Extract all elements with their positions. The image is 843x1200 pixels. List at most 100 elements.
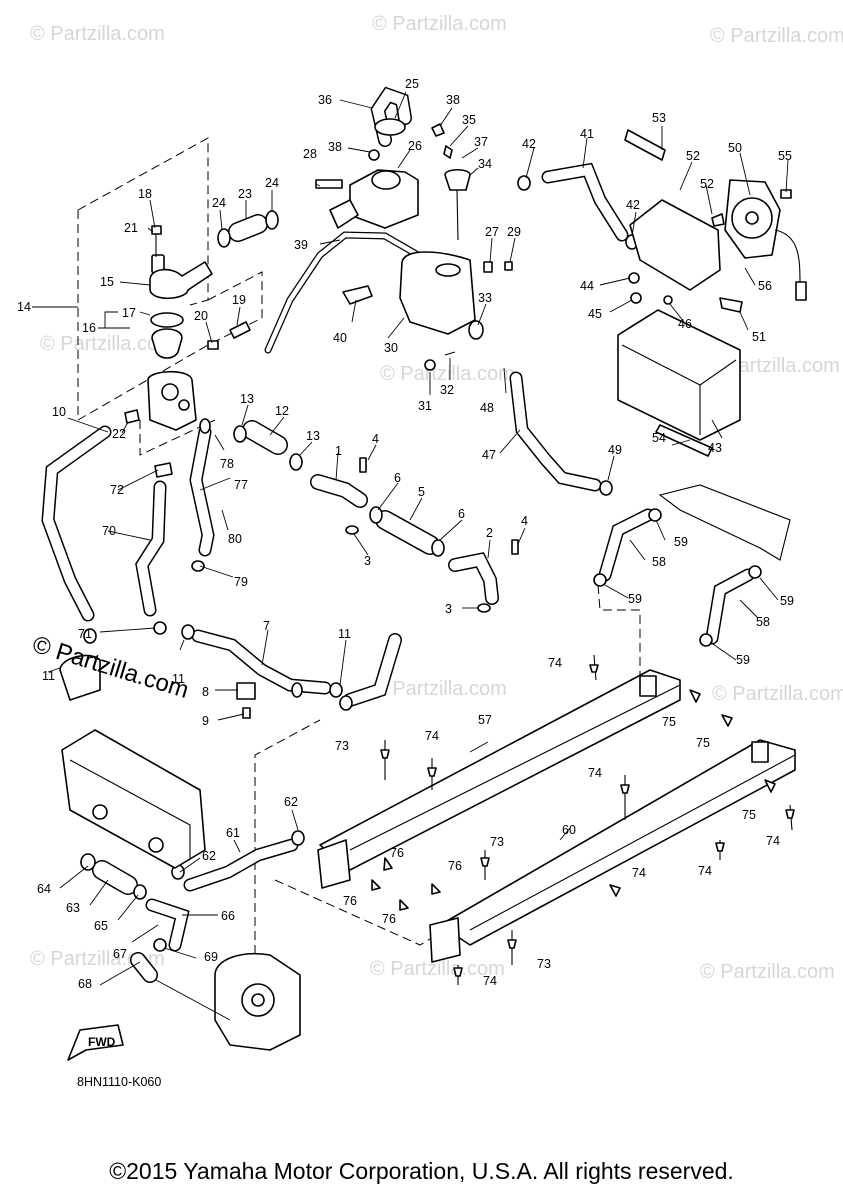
callout-label: 73 <box>490 835 504 849</box>
clamp-22 <box>124 409 140 424</box>
callout-label: 24 <box>265 176 279 190</box>
callout-label: 60 <box>562 823 576 837</box>
callout-label: 35 <box>462 113 476 127</box>
clamp-72 <box>154 462 173 478</box>
pipe-60-end <box>429 917 461 963</box>
callout-label: 69 <box>204 950 218 964</box>
callout-label: 21 <box>124 221 138 235</box>
callout-label: 42 <box>626 198 640 212</box>
oil-cooler <box>61 729 206 869</box>
callout-label: 77 <box>234 478 248 492</box>
callout-label: 54 <box>652 431 666 445</box>
callout-label: 28 <box>303 147 317 161</box>
callout-label: 52 <box>686 149 700 163</box>
callout-label: 74 <box>632 866 646 880</box>
fwd-arrow: FWD <box>67 1024 124 1061</box>
callout-label: 57 <box>478 713 492 727</box>
radiator <box>617 309 741 441</box>
callout-label: 20 <box>194 309 208 323</box>
watermark: © Partzilla.com <box>372 13 507 35</box>
watermark: © Partzilla.com <box>712 683 843 705</box>
middle-fittings <box>59 457 519 719</box>
callout-label: 18 <box>138 187 152 201</box>
callout-label: 38 <box>328 140 342 154</box>
callout-label: 75 <box>696 736 710 750</box>
radiator-filler <box>315 118 513 371</box>
callout-label: 13 <box>240 392 254 406</box>
callout-label: 11 <box>338 627 351 641</box>
callout-label: 55 <box>778 149 792 163</box>
watermark: © Partzilla.com <box>700 961 835 983</box>
callout-label: 76 <box>382 912 396 926</box>
callout-label: 29 <box>507 225 521 239</box>
callout-label: 67 <box>113 947 127 961</box>
watermark-main: © Partzilla.com <box>29 631 192 704</box>
callout-label: 3 <box>364 554 371 568</box>
o-ring <box>150 312 184 328</box>
callout-label: 4 <box>521 514 528 528</box>
callout-label: 41 <box>580 127 594 141</box>
copyright-text: ©2015 Yamaha Motor Corporation, U.S.A. A… <box>109 1158 734 1184</box>
callout-label: 13 <box>306 429 320 443</box>
callout-label: 75 <box>742 808 756 822</box>
radiator-fan-assembly <box>617 129 807 457</box>
callout-label: 68 <box>78 977 92 991</box>
callout-label: 11 <box>42 669 55 683</box>
callout-label: 23 <box>238 187 252 201</box>
watermark: © Partzilla.com <box>380 363 515 385</box>
diagram-code: 8HN1110-K060 <box>77 1075 161 1089</box>
callout-label: 59 <box>674 535 688 549</box>
callout-label: 36 <box>318 93 332 107</box>
callout-label: 44 <box>580 279 594 293</box>
callout-label: 33 <box>478 291 492 305</box>
thermostat-housing <box>147 370 197 431</box>
callout-label: 64 <box>37 882 51 896</box>
coolant-pipes <box>317 484 796 963</box>
callout-label: 78 <box>220 457 234 471</box>
callout-label: 24 <box>212 196 226 210</box>
seal-54 <box>655 424 713 457</box>
callout-label: 53 <box>652 111 666 125</box>
callout-label: 27 <box>485 225 499 239</box>
callout-label: 79 <box>234 575 248 589</box>
callout-label: 32 <box>440 383 454 397</box>
callout-label: 19 <box>232 293 246 307</box>
callout-label: 74 <box>698 864 712 878</box>
callout-label: 72 <box>110 483 124 497</box>
callout-label: 12 <box>275 404 289 418</box>
callout-label: 42 <box>522 137 536 151</box>
pipe-60 <box>439 739 796 946</box>
callout-label: 15 <box>100 275 114 289</box>
callout-label: 52 <box>700 177 714 191</box>
fwd-label: FWD <box>88 1035 116 1049</box>
callout-label: 49 <box>608 443 622 457</box>
callout-label: 63 <box>66 901 80 915</box>
callout-label: 17 <box>122 306 136 320</box>
watermark: © Partzilla.com <box>370 958 505 980</box>
holder-40 <box>342 285 373 305</box>
callout-label: 71 <box>78 627 92 641</box>
callout-label: 7 <box>263 619 270 633</box>
callout-label: 48 <box>480 401 494 415</box>
callout-label: 8 <box>202 685 209 699</box>
watermark: © Partzilla.com <box>372 678 507 700</box>
callout-label: 34 <box>478 157 492 171</box>
callout-label: 16 <box>82 321 96 335</box>
callout-numbers: 1 2 3 3 4 4 5 6 6 7 8 9 10 11 11 11 12 1… <box>17 77 794 991</box>
callout-label: 70 <box>102 524 116 538</box>
callout-label: 6 <box>394 471 401 485</box>
callout-label: 76 <box>390 846 404 860</box>
callout-label: 59 <box>628 592 642 606</box>
callout-label: 73 <box>335 739 349 753</box>
thermostat-assembly <box>124 225 251 478</box>
callout-label: 56 <box>758 279 772 293</box>
callout-label: 37 <box>474 135 488 149</box>
callout-label: 40 <box>333 331 347 345</box>
washer-20 <box>207 340 219 350</box>
watermark-layer: © Partzilla.com © Partzilla.com © Partzi… <box>30 13 843 983</box>
callout-label: 62 <box>202 849 216 863</box>
callout-label: 25 <box>405 77 419 91</box>
callout-label: 73 <box>537 957 551 971</box>
callout-label: 46 <box>678 317 692 331</box>
callout-label: 43 <box>708 441 722 455</box>
